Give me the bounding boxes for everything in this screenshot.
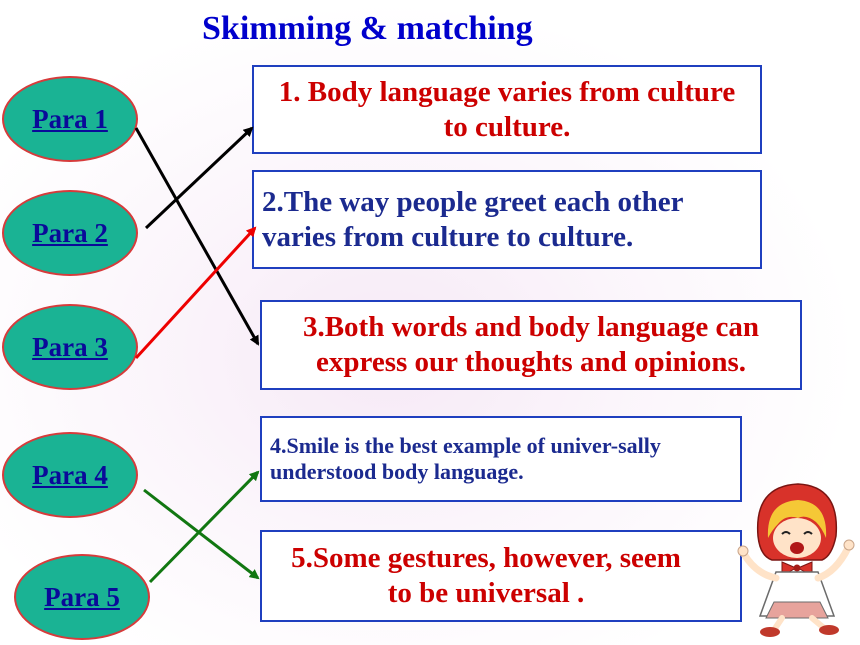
match-line-para2 [144, 126, 254, 230]
cartoon-girl-illustration [737, 483, 855, 637]
para-1-oval[interactable]: Para 1 [2, 76, 138, 162]
statement-2-text: 2.The way people greet each other varies… [262, 185, 683, 253]
statement-box-2[interactable]: 2.The way people greet each other varies… [252, 170, 762, 269]
match-line-para4 [143, 488, 260, 580]
para-5-oval[interactable]: Para 5 [14, 554, 150, 640]
statement-4-text: 4.Smile is the best example of univer-sa… [270, 432, 661, 484]
statement-box-4[interactable]: 4.Smile is the best example of univer-sa… [260, 416, 742, 502]
statement-3-text: 3.Both words and body language can expre… [302, 311, 760, 378]
statement-box-3[interactable]: 3.Both words and body language can expre… [260, 300, 802, 390]
match-line-para5 [148, 470, 260, 584]
page-title: Skimming & matching [202, 10, 533, 47]
match-line-para3 [134, 226, 257, 360]
para-3-oval[interactable]: Para 3 [2, 304, 138, 390]
statement-5-text: 5.Some gestures, however, seem to be uni… [291, 542, 681, 609]
match-line-para1 [134, 127, 260, 346]
para-4-oval[interactable]: Para 4 [2, 432, 138, 518]
statement-box-1[interactable]: 1. Body language varies from culture to … [252, 65, 762, 154]
statement-box-5[interactable]: 5.Some gestures, however, seem to be uni… [260, 530, 742, 622]
para-2-oval[interactable]: Para 2 [2, 190, 138, 276]
statement-1-text: 1. Body language varies from culture to … [278, 75, 736, 143]
